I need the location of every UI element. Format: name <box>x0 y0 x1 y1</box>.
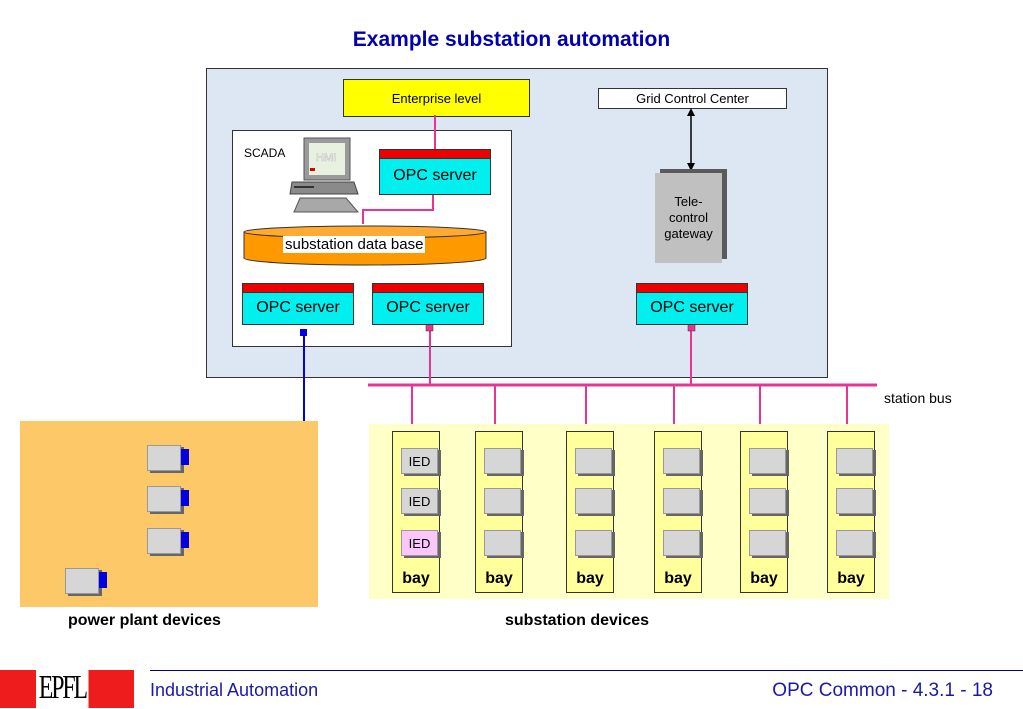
ied-device: IED <box>401 488 438 514</box>
ied-device <box>836 448 873 474</box>
arrow-up-icon <box>687 108 695 116</box>
course-title: Industrial Automation <box>150 680 319 700</box>
telecontrol-gateway: Tele- control gateway <box>655 173 722 263</box>
substation-caption: substation devices <box>505 612 650 629</box>
epfl-logo-text: EPFL <box>36 667 89 709</box>
bay-label: bay <box>664 570 692 587</box>
bay-label: bay <box>837 570 865 587</box>
power-plant-device <box>147 528 181 554</box>
opc-server-label: OPC server <box>386 298 470 316</box>
power-plant-caption: power plant devices <box>68 612 221 629</box>
ied-device <box>575 488 612 514</box>
ied-device <box>575 448 612 474</box>
bay-label: bay <box>750 570 778 587</box>
opc-server-label: OPC server <box>650 298 734 316</box>
bay-label: bay <box>402 570 430 587</box>
fieldbus-connector-icon <box>181 532 189 548</box>
ied-device <box>749 488 786 514</box>
hmi-computer-icon: HMI <box>289 137 360 213</box>
bay-6: bay <box>827 431 875 593</box>
fieldbus-connector-icon <box>181 490 189 506</box>
opc-server-gateway: OPC server <box>636 283 748 325</box>
bay-5: bay <box>740 431 788 593</box>
substation-panel <box>369 424 889 599</box>
opc-server-fieldbus: OPC server <box>242 283 354 325</box>
bay-4: bay <box>654 431 702 593</box>
power-plant-device <box>147 445 181 471</box>
ied-device <box>663 448 700 474</box>
station-bus-label: station bus <box>884 390 952 406</box>
bay-label: bay <box>576 570 604 587</box>
ied-device <box>749 530 786 556</box>
slide-title: Example substation automation <box>352 28 671 51</box>
grid-control-center-box: Grid Control Center <box>598 88 787 109</box>
bus-connector-icon <box>687 323 696 332</box>
ied-device <box>749 448 786 474</box>
bay-3: bay <box>566 431 614 593</box>
power-plant-device <box>65 568 99 594</box>
ied-device <box>836 530 873 556</box>
opc-db-link <box>362 194 434 224</box>
ied-device <box>663 530 700 556</box>
opc-server-label: OPC server <box>256 298 340 316</box>
power-plant-device <box>147 486 181 512</box>
opc-server-label: OPC server <box>393 166 477 184</box>
enterprise-level-box: Enterprise level <box>343 79 530 117</box>
scada-label: SCADA <box>244 146 286 160</box>
hmi-label: HMI <box>316 152 336 164</box>
slide-reference: OPC Common - 4.3.1 - 18 <box>772 680 993 701</box>
ied-device <box>484 448 521 474</box>
arrow-down-icon <box>687 163 695 171</box>
ied-device <box>663 488 700 514</box>
ied-device <box>575 530 612 556</box>
opc-server-enterprise: OPC server <box>379 149 491 195</box>
gateway-label: Tele- control gateway <box>664 193 713 242</box>
ied-device <box>484 530 521 556</box>
fieldbus-connector-icon <box>181 449 189 465</box>
ied-device: IED <box>401 530 438 556</box>
bay-label: bay <box>485 570 513 587</box>
ied-device: IED <box>401 448 438 474</box>
fieldbus-connector-icon <box>300 329 307 336</box>
bay-1: IED IED IED bay <box>392 431 440 593</box>
ied-device <box>484 488 521 514</box>
opc-server-station-bus: OPC server <box>372 283 484 325</box>
database-label: substation data base <box>283 236 426 253</box>
footer-divider <box>150 670 1023 671</box>
fieldbus-connector-icon <box>99 572 107 588</box>
bay-2: bay <box>475 431 523 593</box>
bus-connector-icon <box>425 323 434 332</box>
ied-device <box>836 488 873 514</box>
